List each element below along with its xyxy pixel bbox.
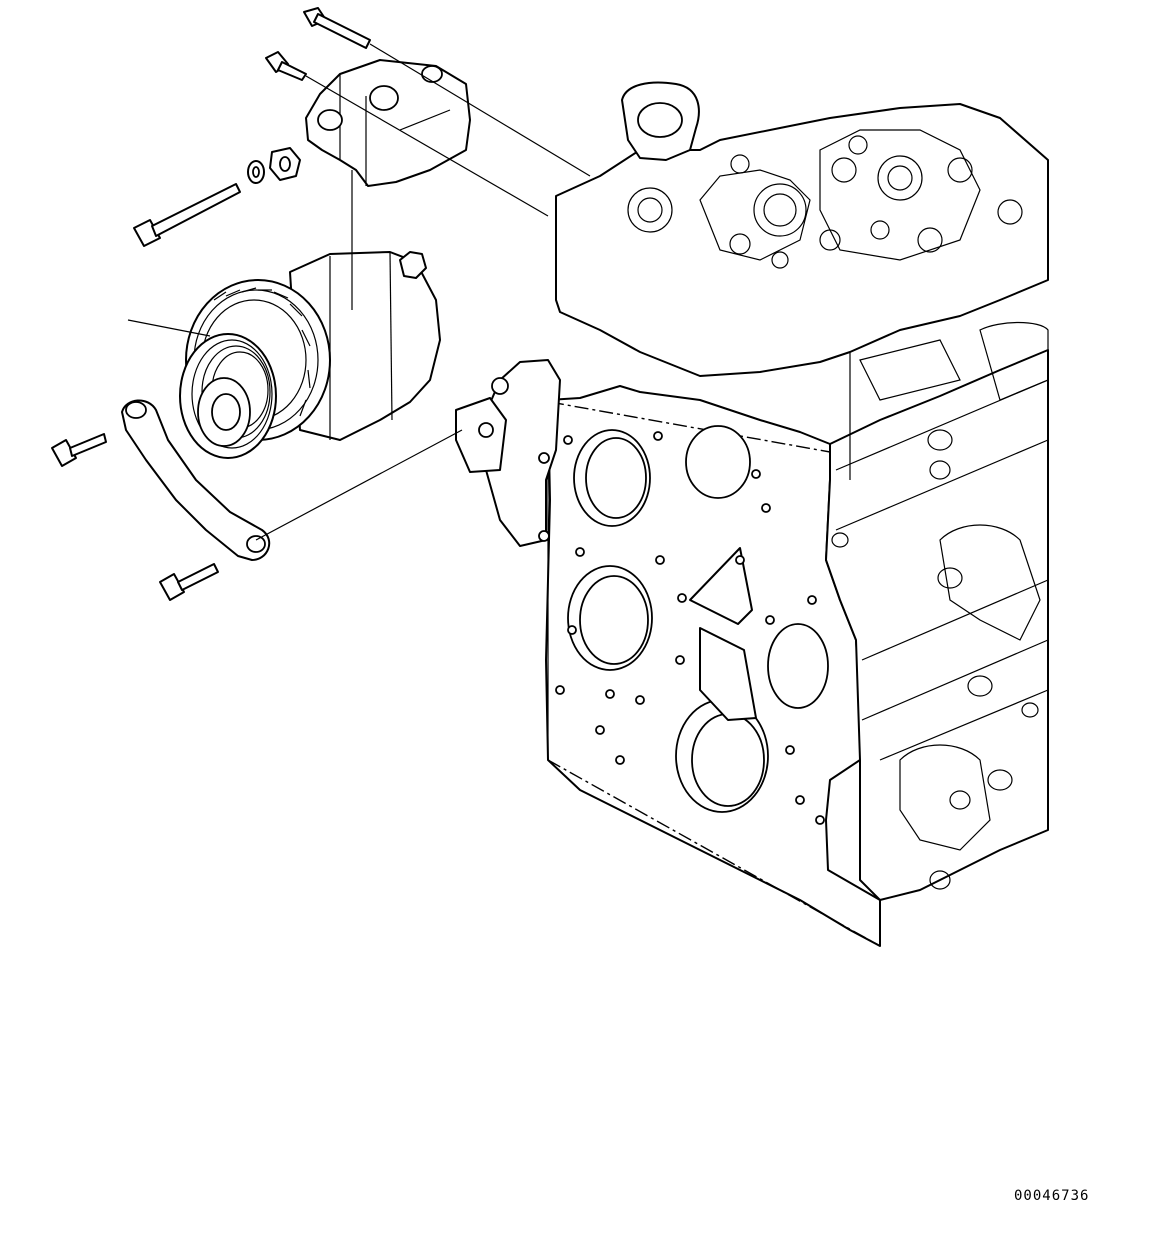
flange-bolt-icon xyxy=(51,7,371,601)
assembly-center-lines xyxy=(127,43,591,541)
nut-icon xyxy=(269,147,301,181)
engine-block-icon xyxy=(455,81,1049,947)
drawing-number: 00046736 xyxy=(1014,1188,1089,1204)
alternator-icon xyxy=(179,251,441,459)
washer-icon xyxy=(247,160,265,184)
adjusting-link-icon xyxy=(121,399,271,561)
